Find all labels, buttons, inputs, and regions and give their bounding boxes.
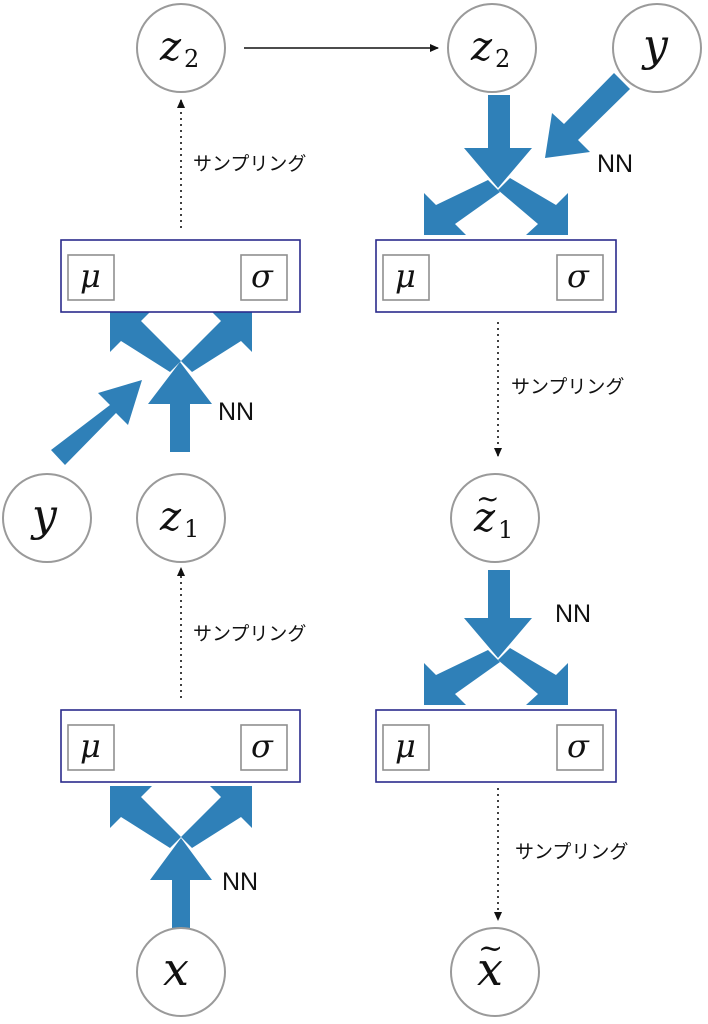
nn-arrow-z1tilde-to-sigma <box>498 648 568 705</box>
node-var: z <box>470 24 493 70</box>
nn-label-left-lower: NN <box>222 868 258 896</box>
node-var: x <box>477 942 503 996</box>
node-var: z <box>473 495 496 541</box>
nn-arrow-z1tilde-to-mu <box>424 650 500 705</box>
node-var: z <box>159 494 182 540</box>
mu-symbol: μ <box>395 257 416 295</box>
param-box-left-upper: μ σ <box>60 239 301 313</box>
nn-arrow-x-up <box>150 838 212 928</box>
nn-arrow-x-to-mu <box>110 786 181 848</box>
sampling-label-right-lower: サンプリング <box>515 841 628 863</box>
mu-symbol: μ <box>395 727 416 765</box>
node-var: y <box>641 20 669 71</box>
node-subscript: 1 <box>184 515 199 543</box>
node-x: x <box>136 927 226 1017</box>
mu-symbol: μ <box>80 727 101 765</box>
node-subscript: 2 <box>184 45 199 73</box>
nn-arrow-z1-up <box>148 362 212 452</box>
nn-arrow-z2-to-sigma <box>498 178 568 235</box>
nn-label-right-lower: NN <box>555 600 591 628</box>
node-var: y <box>30 490 58 541</box>
node-z1: z 1 <box>136 473 226 563</box>
nn-arrow-y-top <box>545 73 630 158</box>
nn-arrow-z2-to-mu <box>424 180 500 235</box>
sigma-symbol: σ <box>567 727 590 765</box>
nn-arrow-z1tilde-down <box>464 570 532 658</box>
nn-arrow-z1-to-sigma <box>181 310 252 372</box>
node-z1-tilde: ~ z 1 <box>450 473 540 563</box>
sampling-label-right-upper: サンプリング <box>511 376 624 398</box>
param-box-left-lower: μ σ <box>60 709 301 783</box>
nn-label-left-upper: NN <box>218 398 254 426</box>
tilde-mark: ~ <box>478 931 503 966</box>
sampling-label-left-lower: サンプリング <box>193 623 306 645</box>
tilde-mark: ~ <box>476 482 499 515</box>
node-var: z <box>159 24 182 70</box>
sampling-label-left-upper: サンプリング <box>193 153 306 175</box>
param-box-right-upper: μ σ <box>375 239 617 313</box>
sigma-symbol: σ <box>251 257 274 295</box>
node-var: x <box>163 942 189 996</box>
sigma-symbol: σ <box>251 727 274 765</box>
sigma-symbol: σ <box>567 257 590 295</box>
nn-arrow-z2-down <box>464 95 532 188</box>
node-subscript: 1 <box>498 516 513 544</box>
nn-label-right-upper: NN <box>597 150 633 178</box>
node-y-left: y <box>2 473 92 563</box>
param-box-right-lower: μ σ <box>375 709 617 783</box>
node-subscript: 2 <box>495 45 510 73</box>
nn-arrow-y-left <box>51 380 142 465</box>
nn-arrow-x-to-sigma <box>181 786 252 848</box>
nn-arrow-z1-to-mu <box>110 310 181 372</box>
node-z2-top: z 2 <box>136 3 226 93</box>
node-y-top: y <box>612 3 702 93</box>
node-x-tilde: ~ x <box>450 927 540 1017</box>
node-z2-right: z 2 <box>447 3 537 93</box>
mu-symbol: μ <box>80 257 101 295</box>
